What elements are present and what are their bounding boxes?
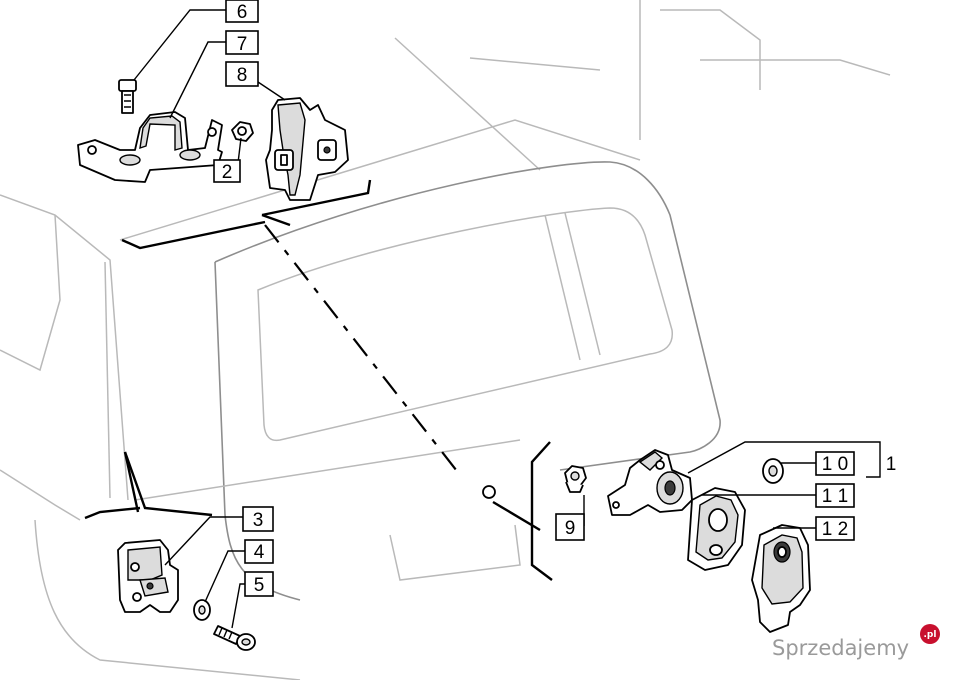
callout-11: 1 1 [815,483,855,508]
callout-7-text: 7 [237,34,248,55]
bolt-part [118,79,137,114]
cap-nut-part [564,465,587,493]
callout-1: 1 [886,454,897,475]
leader-lines [133,9,881,629]
vehicle-body-outline [0,0,891,680]
callout-3-text: 3 [253,510,264,531]
gasket-plate-part [687,487,746,571]
callout-5-text: 5 [254,575,265,596]
watermark-logo: Sprzedajemy .pl [772,624,940,660]
watermark-text: Sprzedajemy [772,636,909,660]
callout-12-text: 1 2 [822,519,848,540]
callout-6-text: 6 [237,2,248,23]
handle-cover-part [751,524,811,633]
context-lines [84,179,553,581]
callout-3: 3 [242,506,274,532]
callout-2: 2 [213,159,241,183]
callout-2-text: 2 [222,162,233,183]
watermark-badge-icon [920,624,940,644]
lower-hinge-part [117,539,179,613]
callout-8-text: 8 [237,65,248,86]
washer-part [193,599,211,621]
callout-1-text: 1 [886,454,897,475]
callout-6: 6 [225,0,259,23]
callout-10: 1 0 [815,451,855,476]
callout-9: 9 [555,513,585,541]
upper-bracket-part [77,111,223,183]
callout-9-text: 9 [565,518,576,539]
screw-part [213,625,256,651]
ring-washer-part [762,458,784,484]
callout-11-text: 1 1 [822,486,848,507]
callout-4: 4 [244,539,274,564]
lock-mechanism-part [607,449,693,516]
callout-7: 7 [225,30,259,55]
callout-8: 8 [225,61,259,87]
upper-hinge-part [265,97,349,201]
nut-part [231,121,254,142]
callout-5: 5 [244,571,274,597]
callout-10-text: 1 0 [822,454,848,475]
callout-12: 1 2 [815,516,855,541]
callout-4-text: 4 [254,542,265,563]
grommet-part [482,485,496,499]
watermark-badge: .pl [924,630,937,640]
